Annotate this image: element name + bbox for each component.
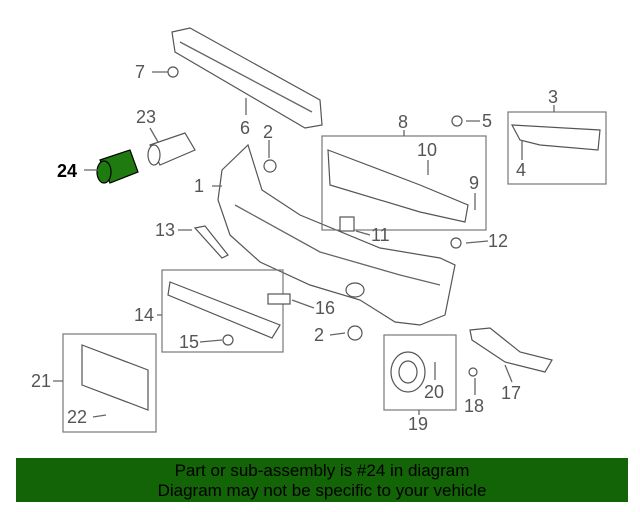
callout-9[interactable]: 9 bbox=[469, 173, 479, 193]
license-plate-bracket[interactable] bbox=[81, 344, 149, 411]
fastener-2-lower[interactable] bbox=[347, 325, 363, 341]
box-19 bbox=[383, 334, 457, 411]
box-14 bbox=[161, 269, 284, 353]
fastener-12[interactable] bbox=[450, 237, 462, 249]
strip-13[interactable] bbox=[193, 225, 229, 259]
fastener-7[interactable] bbox=[167, 66, 179, 78]
bumper-cover[interactable] bbox=[217, 143, 456, 326]
box-3 bbox=[507, 111, 607, 185]
callout-11[interactable]: 11 bbox=[371, 225, 390, 245]
callout-16[interactable]: 16 bbox=[315, 298, 335, 318]
callout-14[interactable]: 14 bbox=[134, 305, 154, 325]
callout-2-lower[interactable]: 2 bbox=[314, 325, 324, 345]
callout-18[interactable]: 18 bbox=[464, 396, 484, 416]
notice-banner: Part or sub-assembly is #24 in diagram D… bbox=[16, 458, 628, 502]
clip-11[interactable] bbox=[339, 216, 355, 232]
callout-21[interactable]: 21 bbox=[31, 371, 51, 391]
callout-6[interactable]: 6 bbox=[240, 118, 250, 138]
fastener-2[interactable] bbox=[263, 159, 277, 173]
box-21 bbox=[62, 333, 157, 433]
parking-sensor-highlighted-face[interactable] bbox=[96, 160, 112, 184]
callout-24[interactable]: 24 bbox=[57, 161, 77, 181]
callout-15[interactable]: 15 bbox=[179, 332, 199, 352]
parking-sensor-face[interactable] bbox=[147, 144, 161, 166]
callout-20[interactable]: 20 bbox=[424, 382, 444, 402]
trim-strip-14[interactable] bbox=[167, 281, 281, 339]
bumper-cover-detail bbox=[234, 204, 441, 286]
callout-22[interactable]: 22 bbox=[67, 407, 87, 427]
callout-3[interactable]: 3 bbox=[548, 87, 558, 107]
fastener-15[interactable] bbox=[222, 334, 234, 346]
callout-19[interactable]: 19 bbox=[408, 414, 428, 434]
reinforcement-bar-detail bbox=[179, 41, 313, 113]
fog-lamp-opening bbox=[345, 282, 365, 298]
callout-12[interactable]: 12 bbox=[488, 231, 508, 251]
callout-5[interactable]: 5 bbox=[482, 111, 492, 131]
callout-7[interactable]: 7 bbox=[135, 62, 145, 82]
callout-17[interactable]: 17 bbox=[501, 383, 521, 403]
callout-10[interactable]: 10 bbox=[417, 140, 437, 160]
callout-23[interactable]: 23 bbox=[136, 107, 156, 127]
side-strip-17[interactable] bbox=[469, 327, 553, 373]
banner-line-1: Part or sub-assembly is #24 in diagram bbox=[174, 461, 470, 480]
fastener-18[interactable] bbox=[468, 367, 478, 377]
callout-13[interactable]: 13 bbox=[155, 220, 175, 240]
callout-8[interactable]: 8 bbox=[398, 112, 408, 132]
callout-1[interactable]: 1 bbox=[194, 176, 204, 196]
fog-lamp-bezel-inner bbox=[398, 360, 418, 384]
banner-line-2: Diagram may not be specific to your vehi… bbox=[157, 481, 487, 500]
clip-16[interactable] bbox=[267, 293, 291, 305]
callout-4[interactable]: 4 bbox=[516, 160, 526, 180]
bracket-3[interactable] bbox=[510, 124, 601, 151]
bracket-8[interactable] bbox=[327, 149, 469, 223]
callout-2[interactable]: 2 bbox=[263, 122, 273, 142]
leader-lines bbox=[53, 71, 555, 418]
fastener-5[interactable] bbox=[451, 115, 463, 127]
